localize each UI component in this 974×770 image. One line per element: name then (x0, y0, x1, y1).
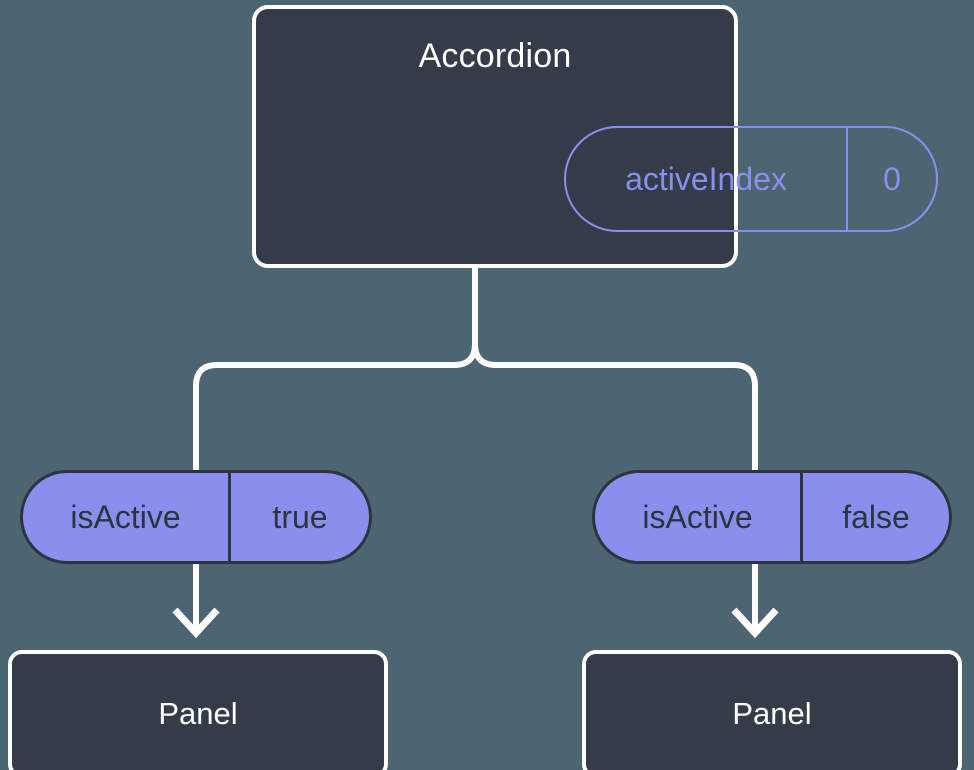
prop-pill-key-right: isActive (642, 499, 753, 535)
state-badge-active-index[interactable]: activeIndex 0 (564, 126, 938, 232)
prop-pill-value-cell-right: false (803, 473, 949, 561)
prop-pill-key-cell-right: isActive (595, 473, 803, 561)
prop-pill-key-cell-left: isActive (23, 473, 231, 561)
prop-pill-is-active-false[interactable]: isActive false (592, 470, 952, 564)
state-badge-key-cell: activeIndex (566, 128, 848, 230)
arrow-left (172, 564, 220, 639)
prop-pill-key-left: isActive (70, 499, 181, 535)
node-panel-right-title: Panel (732, 695, 812, 731)
state-badge-key: activeIndex (625, 161, 787, 197)
node-panel-right[interactable]: Panel (582, 650, 962, 770)
branch-line-left (193, 343, 478, 470)
branch-line-right (472, 343, 758, 470)
prop-pill-value-left: true (272, 499, 328, 535)
state-badge-value-cell: 0 (848, 128, 936, 230)
arrow-right (731, 564, 779, 639)
prop-pill-value-right: false (842, 499, 910, 535)
node-accordion-title: Accordion (418, 37, 572, 75)
node-panel-left[interactable]: Panel (8, 650, 388, 770)
node-accordion[interactable]: Accordion activeIndex 0 (252, 5, 938, 268)
node-panel-left-title: Panel (158, 695, 238, 731)
state-badge-value: 0 (883, 161, 901, 197)
prop-pill-is-active-true[interactable]: isActive true (20, 470, 372, 564)
prop-pill-value-cell-left: true (231, 473, 369, 561)
